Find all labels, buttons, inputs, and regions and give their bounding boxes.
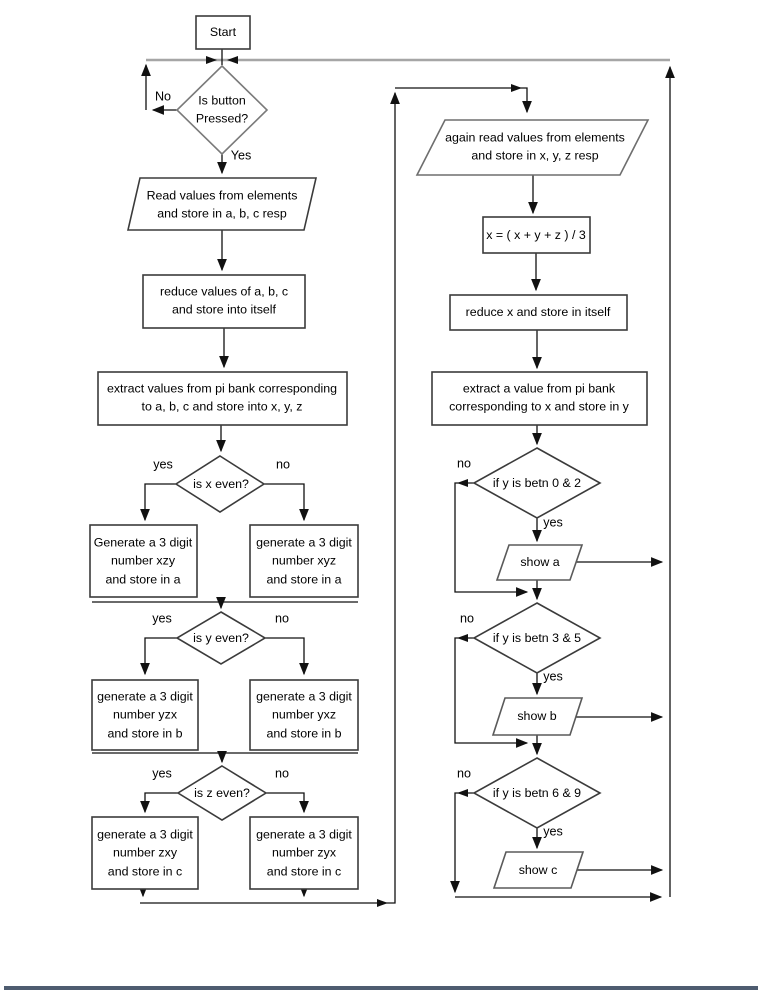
- no-loop2-arrow-left: [457, 634, 468, 642]
- edge-label-35-yes: yes: [543, 669, 563, 684]
- decision-is-y-even-shape: [175, 611, 267, 665]
- process-generate-xyz-shape: [249, 524, 359, 598]
- process-generate-zxy-label: generate a 3 digit number zxy and store …: [97, 827, 193, 879]
- edge-z-no: [266, 792, 309, 814]
- arrowhead-layer: [206, 56, 522, 907]
- io-show-b-shape: [491, 697, 584, 736]
- process-generate-yzx-shape: [91, 679, 199, 751]
- edge-y-no: [265, 637, 309, 676]
- decision-y-betn-0-2-shape: [472, 447, 602, 519]
- page-bottom-border: [4, 986, 758, 990]
- process-reduce-abc-shape: [142, 274, 306, 329]
- edge-label-x-no: no: [275, 457, 290, 472]
- top-line-arrow-right: [511, 84, 522, 92]
- edge-69-no-loop: [450, 792, 474, 894]
- edge-label-02-no: no: [456, 456, 471, 471]
- io-show-c-shape: [492, 851, 585, 889]
- edge-y-yes: [140, 637, 177, 676]
- io-again-read-xyz-label: again read values from elements and stor…: [445, 130, 625, 163]
- process-generate-xyz-label: generate a 3 digit number xyz and store …: [256, 535, 352, 587]
- io-show-b-label: show b: [517, 708, 557, 723]
- junction-arrow-right: [206, 56, 217, 64]
- process-extract-pi-x-shape: [431, 371, 648, 426]
- io-again-read-xyz-shape: [415, 119, 650, 176]
- edge-label-no-button: No: [154, 89, 172, 104]
- process-reduce-x-label: reduce x and store in itself: [465, 304, 611, 319]
- process-generate-xzy-label: Generate a 3 digit number xzy and store …: [93, 535, 193, 587]
- process-generate-zxy-shape: [91, 816, 199, 890]
- process-extract-pi-abc-label: extract values from pi bank correspondin…: [106, 381, 338, 414]
- decision-is-y-even-label: is y even?: [193, 630, 249, 645]
- edge-to-again-read: [395, 87, 532, 114]
- edge-label-x-yes: yes: [153, 457, 173, 472]
- decision-is-button-pressed-shape: [175, 64, 269, 156]
- edge-label-69-yes: yes: [543, 824, 563, 839]
- edge-x-no: [264, 483, 309, 522]
- decision-y-betn-6-9-shape: [472, 757, 602, 829]
- process-generate-xzy-shape: [89, 524, 198, 598]
- start-shape: [195, 15, 251, 50]
- io-show-a-label: show a: [520, 554, 560, 569]
- edge-label-z-no: no: [274, 766, 289, 781]
- edge-x-yes: [140, 483, 176, 522]
- io-show-a-shape: [495, 544, 584, 581]
- process-generate-yxz-shape: [249, 679, 359, 751]
- no-loop3-arrow-left: [457, 789, 468, 797]
- process-average-formula-shape: [482, 216, 591, 254]
- io-read-values-abc-shape: [126, 177, 318, 231]
- io-show-c-label: show c: [518, 862, 558, 877]
- decision-y-betn-0-2-label: if y is betn 0 & 2: [492, 475, 582, 490]
- decision-is-x-even-label: is x even?: [193, 476, 249, 491]
- decision-is-x-even-shape: [174, 455, 266, 513]
- decision-is-z-even-shape: [176, 765, 268, 821]
- process-reduce-x-shape: [449, 294, 628, 331]
- no-loop1-arrow-left: [457, 479, 468, 487]
- process-generate-zyx-shape: [249, 816, 359, 890]
- process-generate-zyx-label: generate a 3 digit number zyx and store …: [256, 827, 352, 879]
- decision-is-button-pressed-label: Is button Pressed?: [195, 93, 249, 126]
- process-generate-yzx-label: generate a 3 digit number yzx and store …: [97, 689, 193, 741]
- edge-label-y-yes: yes: [152, 611, 172, 626]
- decision-y-betn-3-5-label: if y is betn 3 & 5: [492, 630, 582, 645]
- edge-label-yes-button: Yes: [230, 148, 252, 163]
- process-extract-pi-abc-shape: [97, 371, 348, 426]
- process-average-formula-label: x = ( x + y + z ) / 3: [486, 227, 586, 242]
- edge-left-column-return: [140, 91, 400, 904]
- edge-label-35-no: no: [459, 611, 474, 626]
- process-extract-pi-x-label: extract a value from pi bank correspondi…: [449, 381, 629, 414]
- edge-z-yes: [140, 792, 178, 814]
- bottom-line-arrow-right: [377, 899, 388, 907]
- edge-label-02-yes: yes: [543, 515, 563, 530]
- io-read-values-abc-label: Read values from elements and store in a…: [146, 188, 298, 221]
- decision-y-betn-3-5-shape: [472, 602, 602, 674]
- edge-label-z-yes: yes: [152, 766, 172, 781]
- start-label: Start: [209, 24, 237, 39]
- edge-label-69-no: no: [456, 766, 471, 781]
- connector-layer: [92, 49, 675, 904]
- edge-label-y-no: no: [274, 611, 289, 626]
- junction-arrow-left: [227, 56, 238, 64]
- decision-is-z-even-label: is z even?: [194, 785, 250, 800]
- process-reduce-abc-label: reduce values of a, b, c and store into …: [159, 284, 289, 317]
- decision-y-betn-6-9-label: if y is betn 6 & 9: [492, 785, 582, 800]
- process-generate-yxz-label: generate a 3 digit number yxz and store …: [256, 689, 352, 741]
